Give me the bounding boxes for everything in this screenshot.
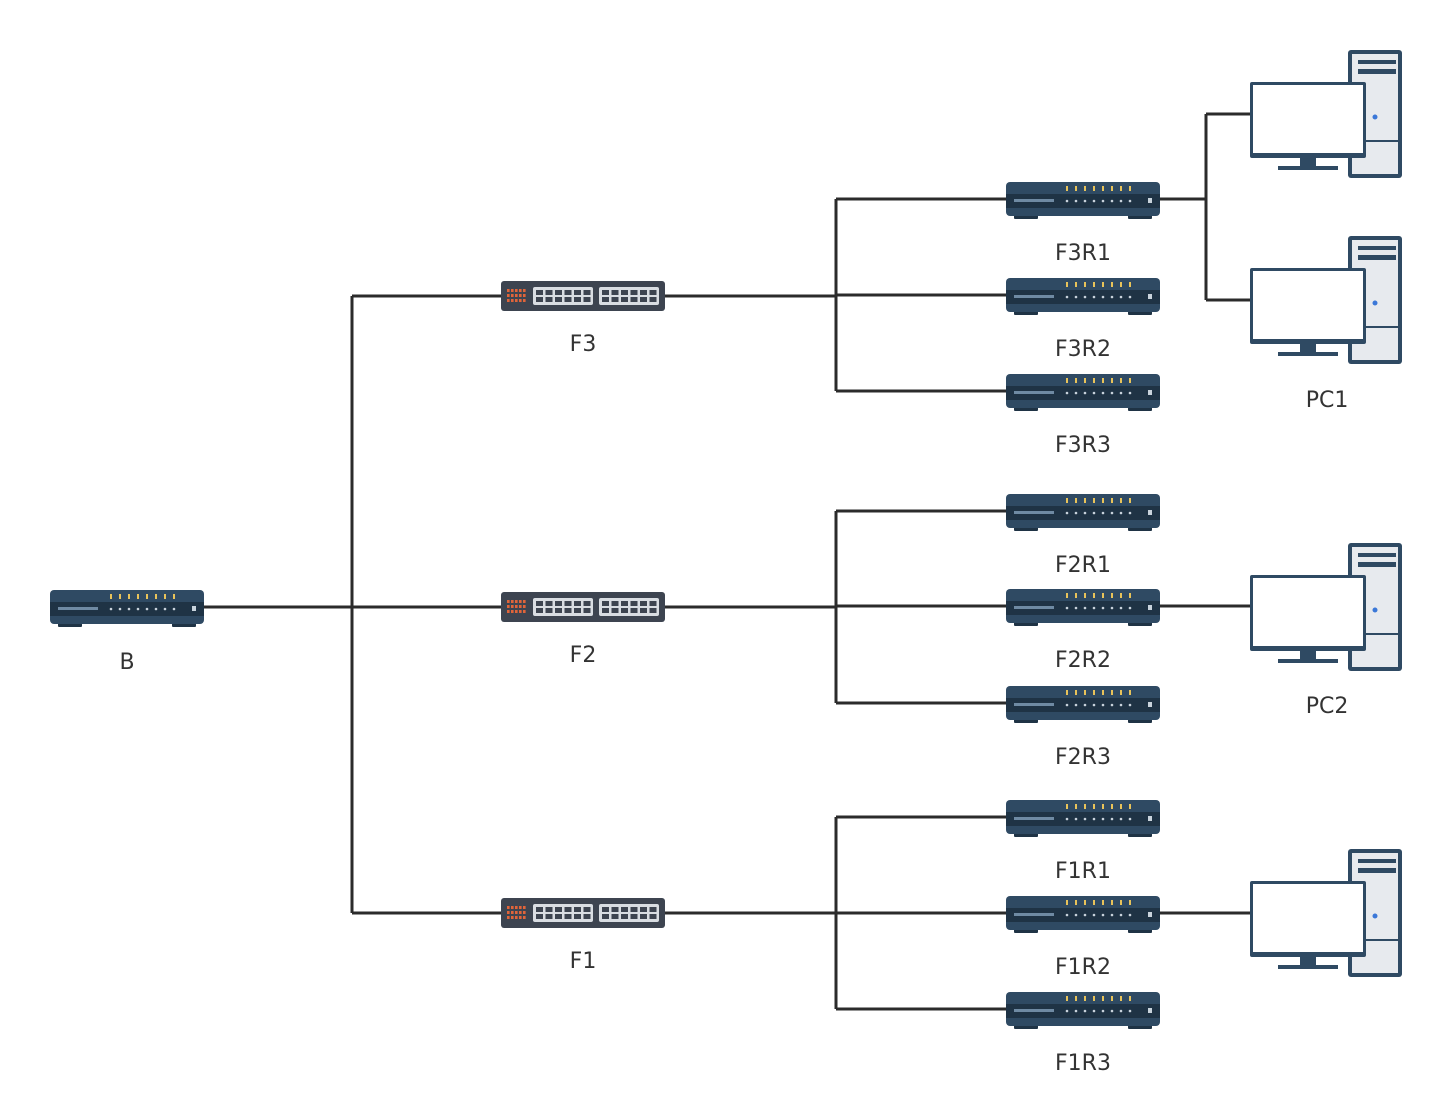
room-router-f2r3[interactable] — [1006, 686, 1160, 723]
floor-switch-label-f3: F3 — [570, 332, 597, 357]
floor-switch-label-f1: F1 — [570, 949, 597, 974]
computer-label-pc2: PC2 — [1306, 694, 1349, 719]
room-router-f2r1[interactable] — [1006, 494, 1160, 531]
room-router-label-f1r2: F1R2 — [1055, 955, 1111, 980]
computer-pc1a[interactable] — [1250, 50, 1402, 178]
room-router-label-f2r3: F2R3 — [1055, 745, 1111, 770]
room-router-f1r1[interactable] — [1006, 800, 1160, 837]
computer-pc1b[interactable] — [1250, 236, 1402, 364]
room-router-label-f3r2: F3R2 — [1055, 337, 1111, 362]
room-router-f3r2[interactable] — [1006, 278, 1160, 315]
room-router-label-f3r1: F3R1 — [1055, 241, 1111, 266]
floor-switch-f1[interactable] — [501, 898, 665, 928]
room-router-label-f3r3: F3R3 — [1055, 433, 1111, 458]
floor-switch-label-f2: F2 — [570, 643, 597, 668]
floor-switch-f3[interactable] — [501, 281, 665, 311]
computer-pc3[interactable] — [1250, 849, 1402, 977]
room-router-f1r2[interactable] — [1006, 896, 1160, 933]
room-router-f1r3[interactable] — [1006, 992, 1160, 1029]
computer-label-pc1b: PC1 — [1306, 388, 1349, 413]
room-router-f3r3[interactable] — [1006, 374, 1160, 411]
room-router-f3r1[interactable] — [1006, 182, 1160, 219]
room-router-label-f2r2: F2R2 — [1055, 648, 1111, 673]
floor-switch-f2[interactable] — [501, 592, 665, 622]
room-router-f2r2[interactable] — [1006, 589, 1160, 626]
computer-pc2[interactable] — [1250, 543, 1402, 671]
room-router-label-f1r3: F1R3 — [1055, 1051, 1111, 1076]
connection-lines — [204, 112, 1250, 1011]
core-router-b[interactable] — [50, 590, 204, 627]
core-router-label: B — [119, 650, 134, 675]
room-router-label-f1r1: F1R1 — [1055, 859, 1111, 884]
room-router-label-f2r1: F2R1 — [1055, 553, 1111, 578]
